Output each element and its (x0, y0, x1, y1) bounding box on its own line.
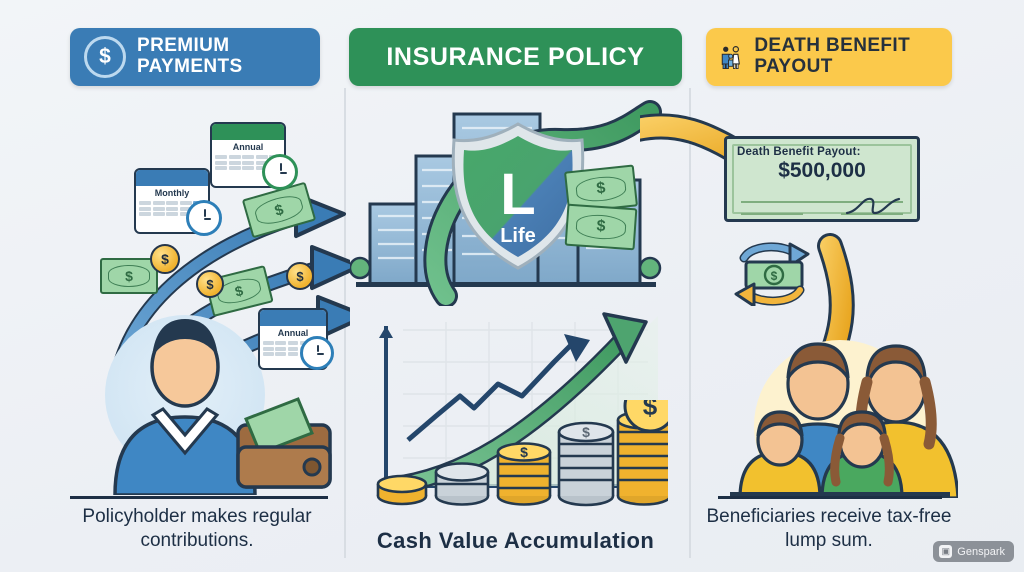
coin-stack-3: $ (496, 442, 552, 506)
coin-stack-2 (434, 462, 490, 506)
genspark-icon: ▣ (939, 545, 953, 558)
premium-payments-illustration (105, 193, 350, 495)
coin-icon: $ (150, 244, 180, 274)
banknote-icon: $ (564, 203, 638, 251)
watermark-label: Genspark (957, 545, 1005, 558)
caption-right: Beneficiaries receive tax-free lump sum. (706, 506, 952, 551)
svg-text:$: $ (520, 444, 528, 460)
column-divider-right (689, 88, 691, 558)
shield-letter: L (500, 162, 535, 227)
shield-label: Life (500, 225, 536, 247)
caption-divider-right (718, 496, 942, 499)
banner-premium-label: Premium Payments (137, 35, 243, 77)
trend-line (406, 342, 574, 442)
beneficiary-family-illustration (730, 340, 958, 498)
calendar-label: Annual (232, 142, 264, 152)
coin-stack-4: $ (557, 421, 615, 507)
clock-icon (186, 200, 222, 236)
caption-center: Cash Value Accumulation (376, 528, 655, 553)
banknote-icon: $ (100, 258, 158, 294)
calendar-label: Monthly (154, 188, 190, 198)
clock-icon (262, 154, 298, 190)
clock-icon (300, 336, 334, 370)
svg-text:$: $ (643, 400, 658, 421)
life-shield-icon: L Life (451, 122, 585, 270)
svg-text:$: $ (771, 269, 778, 283)
family-icon (721, 46, 740, 70)
banner-insurance-policy: Insurance Policy (349, 28, 682, 86)
calendar-label: Annual (277, 328, 309, 338)
banner-premium-payments: $ Premium Payments (70, 28, 320, 86)
caption-divider-left (70, 496, 328, 499)
coin-icon: $ (196, 270, 224, 298)
coin-icon: $ (286, 262, 314, 290)
dollar-circle-icon: $ (84, 36, 126, 78)
coin-stack-1 (376, 474, 428, 506)
death-benefit-check: Death Benefit Payout: $500,000 (724, 136, 920, 222)
signature-icon (845, 197, 901, 215)
banner-policy-label: Insurance Policy (386, 42, 645, 71)
svg-text:$: $ (582, 424, 590, 440)
coin-stack-5 (616, 410, 668, 506)
policyholder-figure (105, 315, 332, 495)
watermark: ▣ Genspark (933, 541, 1014, 562)
check-title: Death Benefit Payout: (737, 146, 861, 158)
coin-stacks: $ $ $ (376, 400, 668, 507)
caption-left: Policyholder makes regular contributions… (82, 506, 312, 551)
banner-death-benefit: Death Benefit Payout (706, 28, 952, 86)
money-transfer-icon: $ (734, 242, 810, 306)
check-amount: $500,000 (778, 159, 866, 182)
banner-death-label: Death Benefit Payout (754, 35, 911, 77)
